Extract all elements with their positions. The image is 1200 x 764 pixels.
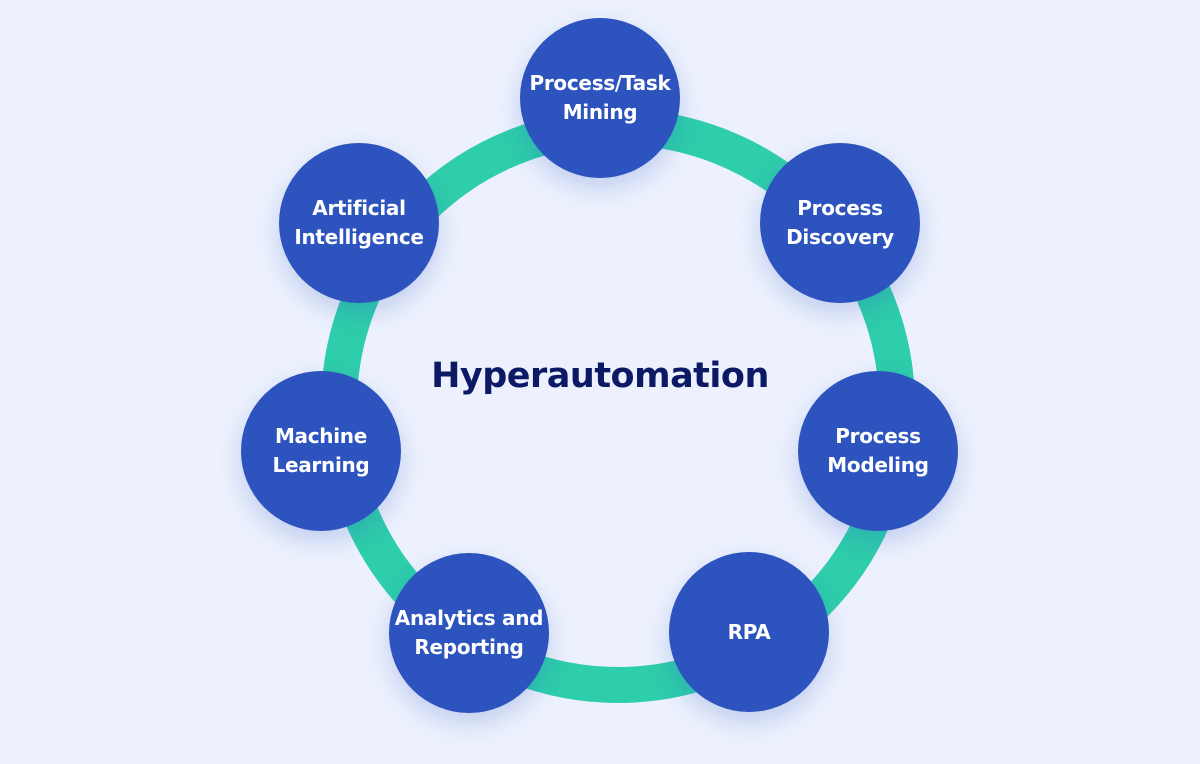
node-label: Analytics and Reporting [394,606,544,659]
node-rpa: RPA [669,552,829,712]
node-label: Machine Learning [272,424,370,477]
node-label: Artificial Intelligence [294,196,424,249]
node-label: Process Discovery [786,196,894,249]
node-label: Process/Task Mining [529,71,671,124]
node-process-discovery: Process Discovery [760,143,920,303]
node-process-task-mining: Process/Task Mining [520,18,680,178]
node-machine-learning: Machine Learning [241,371,401,531]
node-label: Process Modeling [827,424,929,477]
node-label: RPA [727,619,771,644]
node-analytics-reporting: Analytics and Reporting [389,553,549,713]
node-artificial-intelligence: Artificial Intelligence [279,143,439,303]
node-process-modeling: Process Modeling [798,371,958,531]
center-title: Hyperautomation [431,356,769,396]
